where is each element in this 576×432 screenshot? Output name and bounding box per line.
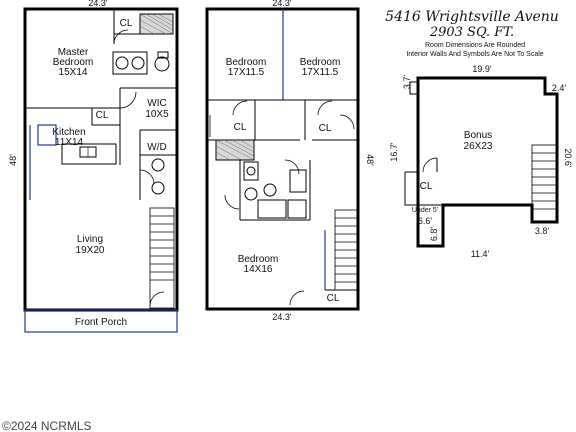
door-swing-icon (119, 91, 137, 109)
first-floor-outline (23, 7, 179, 312)
door-swing-icon (224, 194, 240, 210)
bonus-name: Bonus (464, 130, 492, 141)
master-bedroom-name: Master (58, 47, 89, 58)
front-porch-label: Front Porch (75, 317, 127, 328)
kitchen-name: Kitchen (52, 127, 85, 138)
living-size: 19X20 (76, 245, 105, 256)
door-swing-icon (339, 114, 355, 130)
bedroom3-name: Bedroom (238, 254, 279, 265)
living-name: Living (77, 234, 103, 245)
sqft-title: 2903 SQ. FT. (429, 25, 514, 40)
stairs-icon (149, 207, 175, 309)
closet-label: CL (234, 122, 247, 133)
stairs-icon (531, 144, 557, 223)
address-title: 5416 Wrightsville Avenu (385, 9, 559, 25)
toilet-icon (263, 183, 277, 197)
closet-label-2: CL (96, 110, 109, 121)
door-swing-icon (317, 100, 333, 116)
kitchen-size: 11X14 (55, 137, 84, 148)
note-rounded: Room Dimensions Are Rounded (425, 42, 525, 49)
toilet-icon (244, 187, 258, 201)
bonus-outline (416, 76, 559, 248)
bonus-dim-left: 16.7' (389, 142, 399, 162)
sink-icon (131, 56, 145, 70)
bonus-dim-bottom-right: 3.8' (535, 226, 550, 236)
bedroom1-size: 17X11.5 (228, 67, 265, 78)
title-block: 5416 Wrightsville Avenu 2903 SQ. FT. Roo… (385, 9, 559, 58)
bedroom3-size: 14X16 (244, 264, 273, 275)
sink-icon (243, 161, 259, 181)
bonus-dim-top-right: 2.4' (552, 83, 567, 93)
vanity (112, 51, 148, 75)
bedroom1-name: Bedroom (226, 57, 267, 68)
closet-label: CL (120, 18, 133, 29)
wic-name: WIC (147, 98, 166, 109)
second-floor-width-top: 24.3' (272, 0, 292, 8)
master-bedroom-name2: Bedroom (53, 57, 94, 68)
door-swing-icon (422, 157, 438, 173)
door-swing-icon (149, 291, 165, 307)
under-5-label: Under 5' (412, 207, 438, 214)
bonus-size: 26X23 (464, 141, 493, 152)
bedroom2-size: 17X11.5 (302, 67, 339, 78)
front-porch (24, 309, 178, 333)
closet-label: CL (327, 293, 340, 304)
first-floor: Front Porch (8, 0, 179, 333)
laundry-label: W/D (147, 142, 166, 153)
sink-icon (289, 169, 307, 193)
closet-label: CL (420, 181, 433, 192)
door-swing-icon (139, 169, 155, 185)
bonus-dim-right: 20.6' (563, 148, 573, 168)
bonus-dim-top-left: 3.7' (402, 75, 412, 90)
first-floor-length: 48' (8, 154, 18, 166)
sink-icon (115, 56, 129, 70)
second-floor-width-bottom: 24.3' (272, 312, 292, 322)
tub-icon (257, 199, 287, 219)
bonus-room: Bonus 26X23 CL Under 5' 19.9' 3.7' 2.4' … (389, 64, 573, 259)
copyright: ©2024 NCRMLS (2, 419, 92, 432)
door-swing-icon (284, 159, 300, 175)
note-scale: Interior Walls And Symbols Are Not To Sc… (406, 51, 543, 58)
shower-icon (287, 199, 307, 219)
bonus-dim-bottom: 11.4' (471, 249, 490, 259)
bonus-dim-step-height: 6.8' (429, 227, 439, 242)
bedroom2-name: Bedroom (300, 57, 341, 68)
kitchen-island (61, 143, 117, 165)
second-floor: 24.3' 24.3' 48' Bedroom 17X11.5 Bedroom … (205, 0, 375, 322)
dryer-icon (151, 181, 165, 195)
door-swing-icon (232, 100, 248, 116)
washer-icon (151, 158, 165, 172)
door-swing-icon (289, 290, 305, 306)
stairs-icon (334, 209, 358, 291)
door-swing-icon (113, 29, 129, 45)
bonus-dim-top: 19.9' (472, 64, 492, 74)
second-floor-length: 48' (365, 154, 375, 166)
bonus-dim-step-width: 6.6' (418, 216, 433, 226)
first-floor-width: 24.3' (88, 0, 108, 8)
closet-label: CL (319, 123, 332, 134)
toilet-icon (154, 56, 170, 72)
master-bedroom-size: 15X14 (59, 67, 88, 78)
wic-size: 10X5 (145, 109, 169, 120)
